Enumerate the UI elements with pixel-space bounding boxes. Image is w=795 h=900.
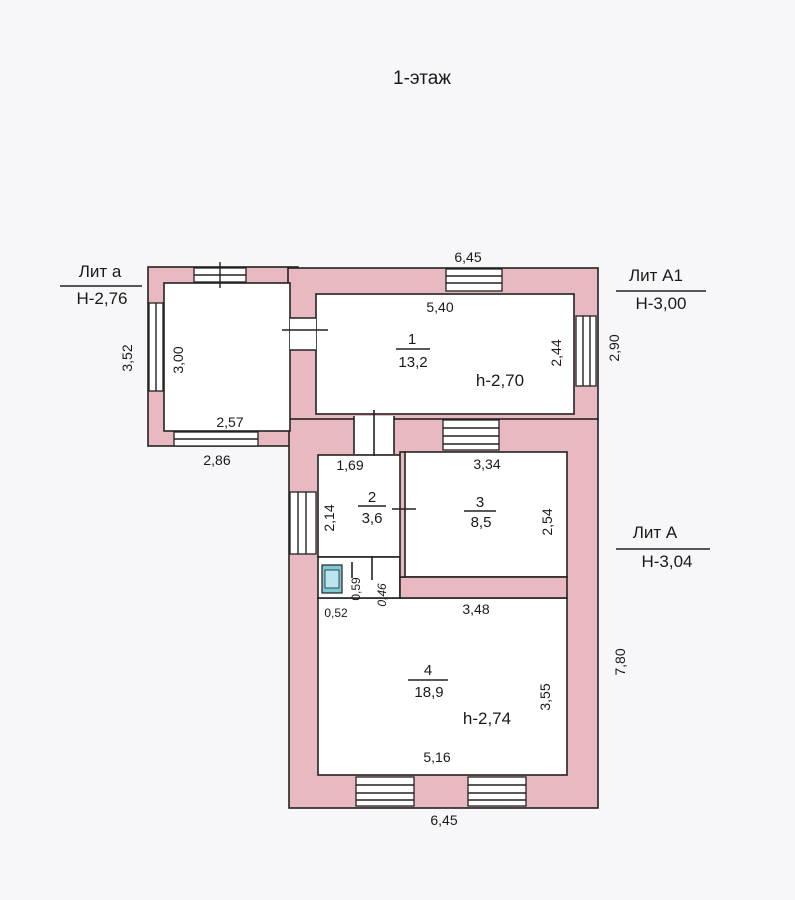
door-a-to-1 (282, 317, 328, 351)
dim-room4-width: 5,16 (423, 749, 450, 765)
dim-room4-top-width: 3,48 (462, 601, 489, 617)
lit-a-name: Лит а (79, 262, 122, 281)
room-1-area: 13,2 (398, 354, 427, 371)
dim-a-outer-depth: 3,52 (119, 344, 135, 371)
dim-a-outer-width: 2,86 (203, 452, 230, 468)
window-room1-top (445, 268, 503, 292)
window-room4-bottom-right (467, 776, 527, 807)
door-1-to-2 (353, 410, 395, 456)
room-2-area: 3,6 (362, 510, 383, 527)
dim-room4-depth: 3,55 (537, 683, 553, 710)
dim-room1-inner-width: 5,40 (426, 299, 453, 315)
dim-partition: 0,46 (375, 583, 389, 607)
lit-A-height: Н-3,04 (641, 552, 692, 571)
room-1-ceiling: h-2,70 (476, 371, 524, 390)
dim-room3-depth: 2,54 (539, 508, 555, 535)
lit-a1-height: Н-3,00 (635, 294, 686, 313)
dim-a1-outer-width: 6,45 (454, 249, 481, 265)
partition-2-3 (399, 451, 406, 578)
room-4-ceiling: h-2,74 (463, 709, 511, 728)
dim-bath-width: 0,52 (324, 606, 348, 620)
room-1-number: 1 (408, 331, 416, 348)
plan-title: 1-этаж (393, 68, 451, 89)
window-lit-a-top (193, 262, 247, 288)
window-room1-right (575, 315, 597, 387)
dim-a-inner-width: 2,57 (216, 414, 243, 430)
lit-A-name: Лит А (633, 523, 678, 542)
dim-room2-depth: 2,14 (321, 504, 337, 531)
room-2-number: 2 (368, 489, 376, 506)
room-4-area: 18,9 (414, 684, 443, 701)
dim-a-inner-depth: 3,00 (170, 346, 186, 373)
dim-room3-width: 3,34 (473, 456, 500, 472)
room-3-area: 8,5 (471, 514, 492, 531)
lit-a1-name: Лит А1 (629, 266, 683, 285)
window-room3-top (442, 419, 500, 451)
dim-A-outer-width: 6,45 (430, 812, 457, 828)
dim-room2-width: 1,69 (336, 457, 363, 473)
dim-A-outer-depth: 7,80 (612, 648, 628, 675)
door-bath (351, 556, 373, 580)
dim-bath-depth: 0,59 (349, 577, 363, 601)
dim-room1-depth: 2,44 (548, 339, 564, 366)
bathtub-inner (324, 569, 340, 589)
window-lit-a-left (148, 302, 164, 392)
room-1 (315, 293, 575, 415)
room-3-number: 3 (476, 494, 484, 511)
partition-3-4 (399, 576, 568, 599)
lit-a-height: Н-2,76 (76, 289, 127, 308)
room-4 (317, 597, 568, 776)
window-room4-bottom-left (355, 776, 415, 807)
dim-a1-outer-depth: 2,90 (606, 334, 622, 361)
window-room2-left (289, 491, 317, 555)
room-lit-a (163, 282, 291, 432)
room-4-number: 4 (424, 662, 432, 679)
window-lit-a-bottom (173, 431, 259, 447)
